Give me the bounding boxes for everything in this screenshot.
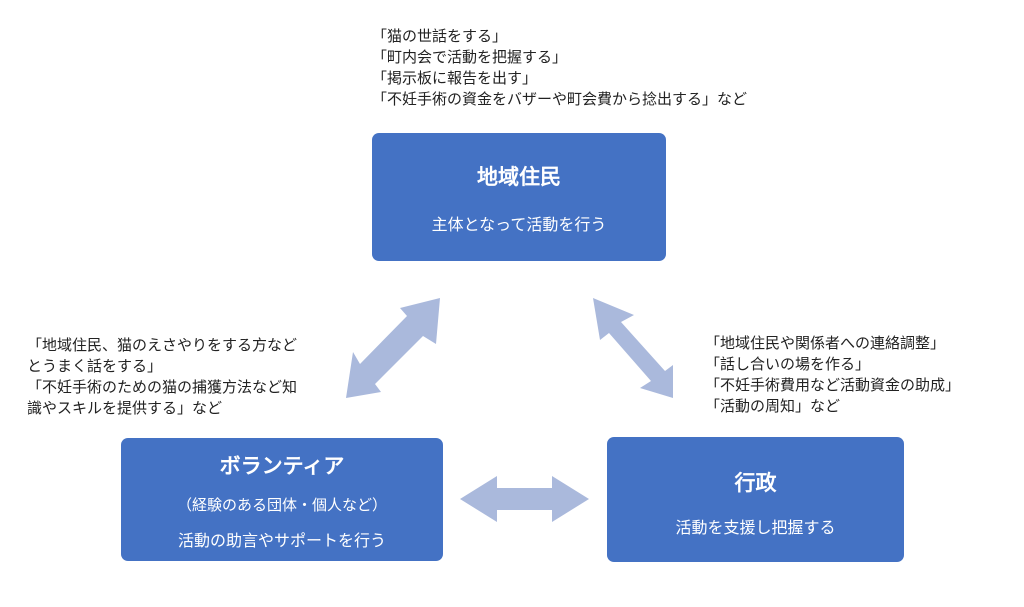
- note-line: 「活動の周知」など: [705, 397, 841, 415]
- resident-box: 地域住民 主体となって活動を行う: [372, 133, 666, 261]
- arrow-volunteer-government: [460, 476, 589, 522]
- note-line: 「地域住民や関係者への連絡調整」: [705, 334, 946, 352]
- resident-title: 地域住民: [477, 165, 561, 189]
- volunteer-title: ボランティア: [219, 454, 345, 478]
- resident-desc: 主体となって活動を行う: [431, 215, 607, 234]
- note-line: 識やスキルを提供する」など: [27, 399, 223, 417]
- volunteer-box: ボランティア （経験のある団体・個人など） 活動の助言やサポートを行う: [121, 438, 443, 561]
- note-line: 「不妊手術の資金をバザーや町会費から捻出する」など: [372, 90, 748, 108]
- government-title: 行政: [734, 471, 777, 495]
- note-line: 「話し合いの場を作る」: [705, 355, 871, 373]
- government-roles-note: 「地域住民や関係者への連絡調整」 「話し合いの場を作る」 「不妊手術費用など活動…: [705, 333, 960, 417]
- volunteer-roles-note: 「地域住民、猫のえさやりをする方など とうまく話をする」 「不妊手術のための猫の…: [27, 335, 297, 419]
- government-box: 行政 活動を支援し把握する: [607, 437, 904, 562]
- note-line: 「猫の世話をする」: [372, 27, 508, 45]
- note-line: 「地域住民、猫のえさやりをする方など: [27, 336, 298, 354]
- volunteer-desc: 活動の助言やサポートを行う: [177, 531, 386, 550]
- arrow-resident-government: [593, 298, 673, 398]
- note-line: とうまく話をする」: [27, 357, 163, 375]
- note-line: 「不妊手術費用など活動資金の助成」: [705, 376, 961, 394]
- note-line: 「不妊手術のための猫の捕獲方法など知: [27, 378, 298, 396]
- volunteer-sub: （経験のある団体・個人など）: [176, 496, 387, 514]
- resident-roles-note: 「猫の世話をする」 「町内会で活動を把握する」 「掲示板に報告を出す」 「不妊手…: [372, 26, 747, 110]
- note-line: 「町内会で活動を把握する」: [372, 48, 568, 66]
- note-line: 「掲示板に報告を出す」: [372, 69, 538, 87]
- arrow-resident-volunteer: [346, 298, 440, 398]
- government-desc: 活動を支援し把握する: [675, 518, 836, 537]
